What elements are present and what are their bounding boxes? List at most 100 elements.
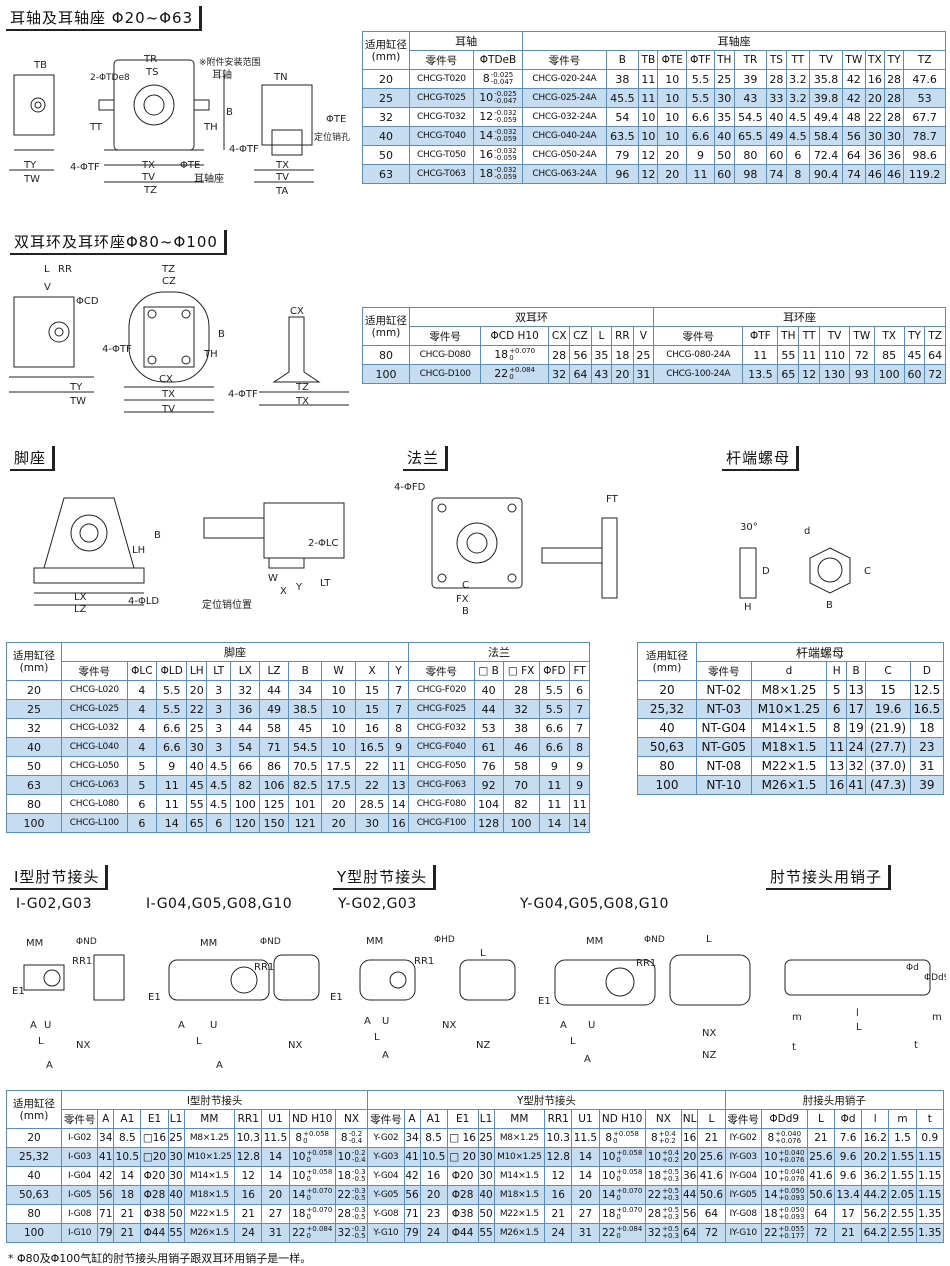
table-cell: 14: [261, 1166, 290, 1186]
table-cell: 4.5: [206, 794, 232, 814]
table-cell: 16.5: [354, 737, 390, 757]
table-cell: 24: [845, 737, 867, 757]
table-cell: 4.5: [785, 126, 811, 146]
table-cell: Φ38: [140, 1204, 169, 1224]
svg-text:ΦTE: ΦTE: [326, 114, 346, 125]
column-header: W: [321, 661, 356, 681]
table-cell: 43: [733, 88, 768, 108]
table-cell: 4: [126, 699, 158, 719]
svg-text:NX: NX: [76, 1040, 90, 1051]
table-cell: 16.2: [861, 1128, 890, 1148]
table-cell: 6.6: [686, 107, 715, 127]
t5-group-y: Y型肘节接头: [367, 1090, 726, 1110]
table-cell: 8-0.025-0.047: [472, 69, 524, 89]
svg-text:TX: TX: [141, 160, 155, 171]
table-cell: CHCG-050-24A: [522, 145, 607, 165]
table-cell: 55: [777, 345, 800, 365]
table-cell: 50: [362, 145, 410, 165]
column-header: □ FX: [502, 661, 540, 681]
table-cell: 6.6: [156, 718, 188, 738]
table-cell: 27: [571, 1204, 600, 1224]
column-header: ND H10: [288, 1109, 336, 1129]
table-cell: 28+0.5+0.3: [644, 1204, 682, 1224]
table-cell: Φ20: [446, 1166, 479, 1186]
table-cell: 79: [605, 145, 640, 165]
table-cell: 6.6: [686, 126, 715, 146]
column-header: TX: [864, 50, 885, 70]
svg-text:4-ΦTF: 4-ΦTF: [229, 144, 259, 155]
table-cell: 4.5: [206, 756, 232, 776]
svg-text:ΦND: ΦND: [644, 935, 665, 945]
table-cell: CHCG-L080: [61, 794, 128, 814]
table-cell: CHCG-F050: [407, 756, 475, 776]
table-cell: 3: [206, 680, 232, 700]
table-cell: 30: [167, 1147, 185, 1167]
table-cell: 1.15: [915, 1147, 945, 1167]
table-cell: 44: [473, 699, 504, 719]
svg-text:RR: RR: [58, 264, 72, 275]
table-cell: 70.5: [287, 756, 323, 776]
column-header: CZ: [569, 326, 592, 346]
table-cell: 130: [818, 364, 851, 384]
table-cell: 2.55: [888, 1223, 917, 1243]
column-header: NL: [680, 1109, 699, 1129]
table-cell: Y-G08: [367, 1204, 405, 1224]
table-cell: 63: [362, 164, 410, 184]
table-cell: (27.7): [865, 737, 911, 757]
table-cell: 19: [845, 718, 867, 738]
table-cell: 11: [826, 737, 847, 757]
table-cell: 110: [818, 345, 851, 365]
table-cell: 39: [909, 775, 945, 795]
column-header: RR1: [234, 1109, 263, 1129]
footnote: * Φ80及Φ100气缸的肘节接头用销子跟双耳环用销子是一样。: [8, 1252, 312, 1265]
column-header: E1: [140, 1109, 169, 1129]
svg-text:2-ΦTDe8: 2-ΦTDe8: [90, 73, 130, 83]
table-cell: 55: [167, 1223, 185, 1243]
table-cell: 56: [841, 126, 866, 146]
table-cell: 13: [845, 680, 867, 700]
column-header: TX: [873, 326, 905, 346]
table-cell: 14: [156, 813, 188, 833]
table-cell: 28: [883, 69, 905, 89]
table-cell: CHCG-F040: [407, 737, 475, 757]
svg-text:TY: TY: [69, 382, 83, 393]
table-cell: 20: [321, 813, 356, 833]
column-header: U1: [571, 1109, 600, 1129]
table-cell: NT-10: [696, 775, 752, 795]
table-cell: 40: [713, 126, 735, 146]
table-cell: 6: [826, 699, 847, 719]
table-cell: 40: [167, 1185, 185, 1205]
svg-text:ΦTE: ΦTE: [180, 160, 200, 171]
table-cell: I-G04: [60, 1166, 99, 1186]
table-cell: 10.3: [544, 1128, 573, 1148]
column-header: 零件号: [367, 1109, 405, 1129]
table-cell: 64: [924, 345, 946, 365]
table-cell: CHCG-020-24A: [522, 69, 607, 89]
svg-text:TZ: TZ: [295, 382, 309, 393]
svg-text:U: U: [44, 1020, 51, 1031]
table-cell: 41.6: [697, 1166, 726, 1186]
svg-text:U: U: [210, 1020, 217, 1031]
table-cell: 8: [826, 718, 847, 738]
table-cell: 40: [6, 1166, 62, 1186]
column-header: t: [915, 1109, 945, 1129]
table-cell: 21: [113, 1223, 142, 1243]
table-cell: 74: [766, 164, 787, 184]
table-cell: 45: [287, 718, 323, 738]
table-cell: 120: [230, 813, 261, 833]
table-cell: CHCG-F032: [407, 718, 475, 738]
table-cell: 64: [697, 1204, 726, 1224]
table-cell: 15: [865, 680, 911, 700]
table-cell: 1.15: [915, 1166, 945, 1186]
foot-drawing: B LH LX LZ 4-ΦLD 2-ΦLC W X Y LT 定位销位置: [4, 478, 374, 618]
table-cell: 50,63: [6, 1185, 62, 1205]
table-cell: CHCG-063-24A: [522, 164, 607, 184]
svg-text:MM: MM: [26, 938, 43, 949]
